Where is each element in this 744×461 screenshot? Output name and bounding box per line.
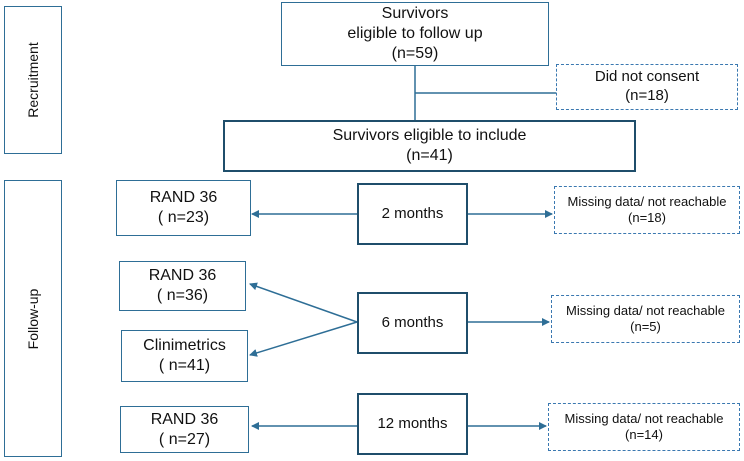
- rand36-2m-count: ( n=23): [157, 209, 210, 226]
- box-missing-12m: Missing data/ not reachable (n=14): [548, 403, 740, 451]
- rand36-12m-count: ( n=27): [158, 430, 211, 448]
- missing-12m-count: (n=14): [625, 427, 663, 442]
- box-rand36-6m: RAND 36 ( n=36): [119, 261, 246, 311]
- box-timepoint-2m: 2 months: [357, 183, 468, 245]
- timepoint-2m-label: 2 months: [381, 204, 444, 222]
- box-rand36-12m: RAND 36 ( n=27): [120, 406, 249, 453]
- box-eligible-include: Survivors eligible to include (n=41): [223, 120, 636, 172]
- box-clinimetrics-6m: Clinimetrics ( n=41): [121, 330, 248, 382]
- rand36-12m-line1: RAND 36: [150, 410, 219, 428]
- not-consented-count: (n=18): [625, 87, 669, 104]
- eligible-include-line1: Survivors eligible to include: [332, 127, 527, 144]
- timepoint-6m-label: 6 months: [381, 313, 444, 331]
- missing-2m-count: (n=18): [628, 210, 666, 225]
- box-rand36-2m: RAND 36 ( n=23): [116, 180, 251, 236]
- box-not-consented: Did not consent (n=18): [556, 64, 738, 110]
- box-eligible-follow-up: Survivors eligible to follow up (n=59): [281, 2, 549, 66]
- timepoint-12m-label: 12 months: [377, 414, 448, 432]
- rand36-2m-line1: RAND 36: [149, 189, 218, 206]
- box-missing-6m: Missing data/ not reachable (n=5): [551, 295, 740, 343]
- box-timepoint-6m: 6 months: [357, 292, 468, 354]
- missing-6m-count: (n=5): [630, 319, 661, 334]
- rand36-6m-count: ( n=36): [156, 287, 209, 304]
- phase-label-recruitment-text: Recruitment: [25, 42, 41, 118]
- eligible-follow-up-line2: eligible to follow up: [347, 25, 483, 42]
- clinimetrics-6m-count: ( n=41): [158, 357, 211, 374]
- phase-label-follow-up: Follow-up: [4, 180, 62, 457]
- missing-2m-line1: Missing data/ not reachable: [567, 193, 727, 209]
- phase-label-recruitment: Recruitment: [4, 6, 62, 154]
- arrow-6m-to-clinimetrics: [249, 321, 358, 357]
- not-consented-line1: Did not consent: [594, 68, 700, 86]
- eligible-follow-up-count: (n=59): [391, 45, 439, 62]
- box-missing-2m: Missing data/ not reachable (n=18): [554, 186, 740, 234]
- eligible-include-count: (n=41): [406, 147, 453, 164]
- box-timepoint-12m: 12 months: [357, 393, 468, 455]
- rand36-6m-line1: RAND 36: [148, 267, 217, 284]
- eligible-follow-up-line1: Survivors: [381, 5, 449, 22]
- clinimetrics-6m-line1: Clinimetrics: [143, 337, 226, 354]
- phase-label-follow-up-text: Follow-up: [25, 288, 41, 349]
- missing-6m-line1: Missing data/ not reachable: [566, 302, 725, 318]
- missing-12m-line1: Missing data/ not reachable: [564, 410, 724, 426]
- arrow-6m-to-rand36: [249, 282, 358, 323]
